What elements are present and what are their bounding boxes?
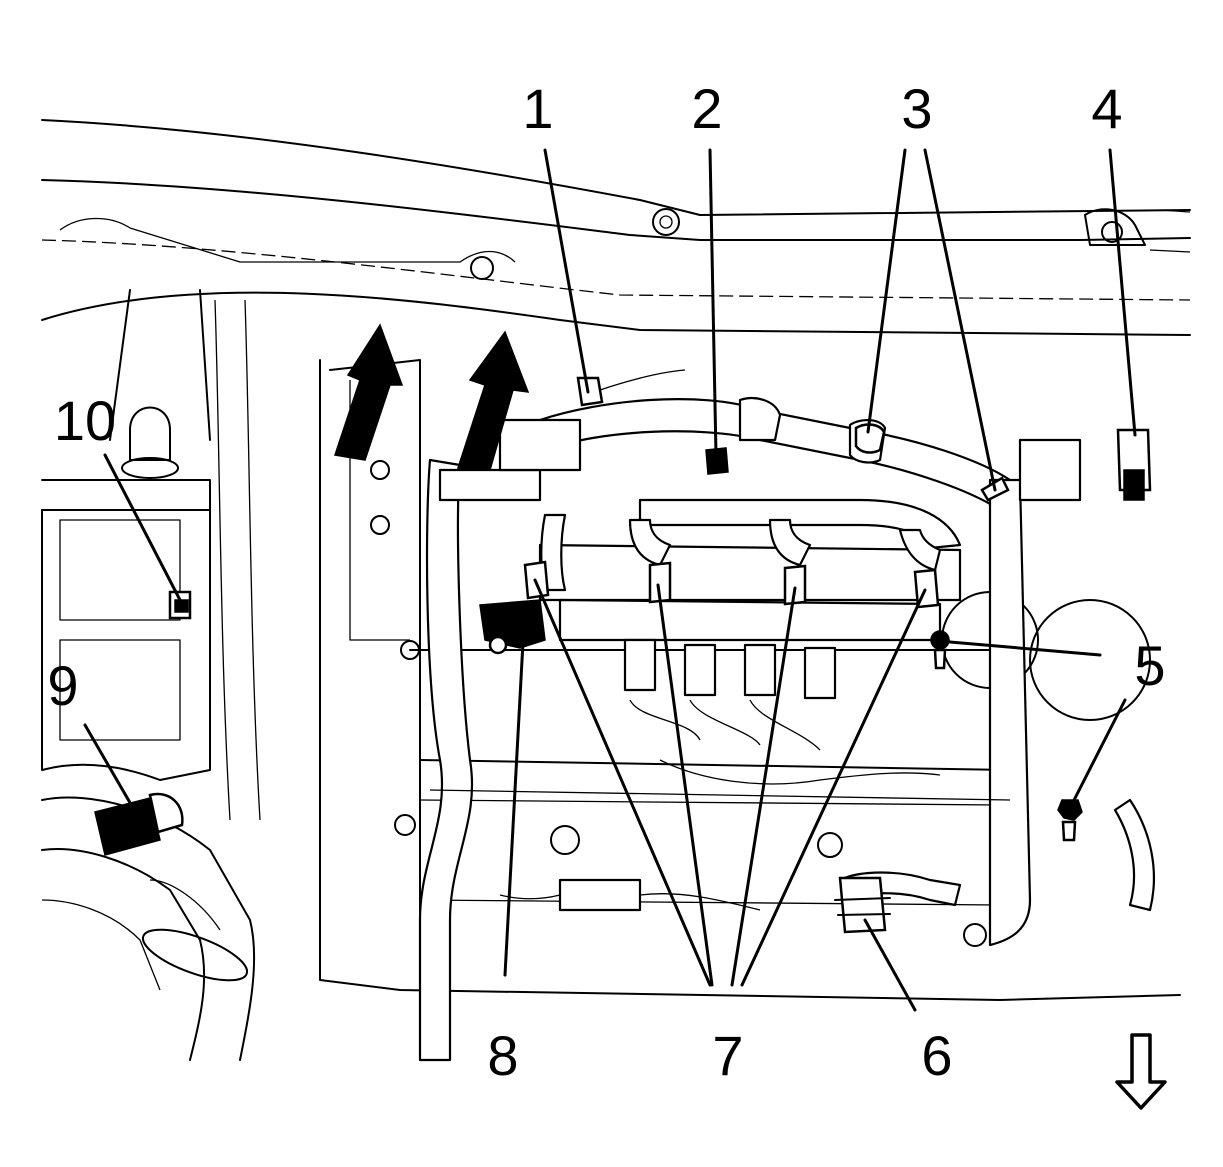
leader-6 <box>863 918 917 1012</box>
callout-9: 9 <box>47 654 78 717</box>
sensor-4 <box>1116 428 1152 501</box>
leader-7d <box>740 588 927 987</box>
callout-7: 7 <box>712 1024 743 1087</box>
connector-9 <box>94 792 184 856</box>
leader-9 <box>83 723 142 822</box>
direction-arrows-up <box>334 323 530 471</box>
connector-1 <box>576 369 686 407</box>
leader-4 <box>1108 148 1137 437</box>
leader-10 <box>103 453 182 602</box>
crossmember-bolt-center <box>652 208 680 236</box>
leader-5b <box>1068 698 1127 810</box>
callout-2: 2 <box>691 77 722 140</box>
callout-5: 5 <box>1134 634 1165 697</box>
leader-1 <box>543 148 590 394</box>
leader-3a <box>866 148 907 434</box>
callout-3: 3 <box>901 77 932 140</box>
leader-8 <box>503 603 527 977</box>
fuel-rail <box>538 543 1151 721</box>
air-intake-duct <box>41 796 256 1061</box>
connector-2 <box>705 447 729 475</box>
bolts-5 <box>930 630 1083 842</box>
upper-crossmember <box>41 119 1191 336</box>
lower-harness <box>429 759 1011 912</box>
leader-2 <box>708 148 718 457</box>
callout-10: 10 <box>54 389 116 452</box>
connector-6 <box>834 876 891 934</box>
leader-7a <box>533 578 712 987</box>
left-frame-rail <box>41 289 261 821</box>
crossmember-bolt-left <box>470 256 494 280</box>
sensor-8 <box>479 599 546 655</box>
leader-5a <box>948 640 1102 657</box>
view-direction-arrow-icon <box>1115 1033 1167 1110</box>
crossmember-bolt-right <box>1101 221 1123 243</box>
leader-3b <box>923 148 997 492</box>
engine-block-outline <box>319 359 1181 1001</box>
leader-lines <box>83 148 1137 1012</box>
callout-6: 6 <box>921 1024 952 1087</box>
callout-8: 8 <box>487 1024 518 1087</box>
leader-7c <box>730 586 797 987</box>
clip-10 <box>168 590 192 620</box>
leader-7b <box>656 583 714 987</box>
callout-4: 4 <box>1091 77 1122 140</box>
injector-connectors-7 <box>523 560 940 609</box>
callout-labels: 1 2 3 4 5 6 7 8 9 10 <box>47 77 1165 1087</box>
fuel-injectors <box>623 638 837 751</box>
coolant-hoses <box>418 397 1156 1062</box>
callout-1: 1 <box>522 77 553 140</box>
